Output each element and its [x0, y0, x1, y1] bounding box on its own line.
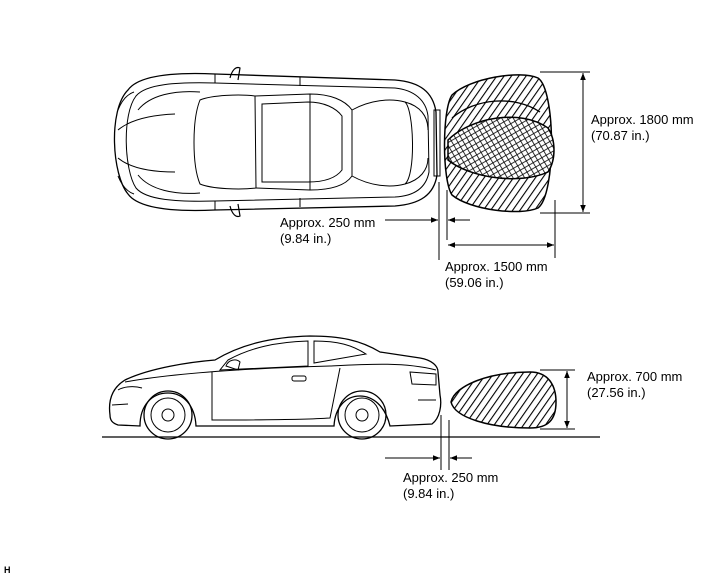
top-offset-label: Approx. 250 mm: [280, 215, 376, 230]
top-offset-label-inches: (9.84 in.): [280, 231, 332, 246]
length-label-inches: (59.06 in.): [445, 275, 504, 290]
width-label: Approx. 1800 mm: [591, 112, 694, 127]
side-offset-label-inches: (9.84 in.): [403, 486, 455, 501]
width-label-inches: (70.87 in.): [591, 128, 650, 143]
side-dimension-lines: [385, 369, 575, 470]
car-side-view: [102, 335, 600, 440]
front-wheel: [143, 390, 193, 440]
top-dimension-lines: [385, 71, 590, 260]
detection-zone-side: [450, 371, 557, 429]
car-top-view: [113, 66, 441, 218]
height-label: Approx. 700 mm: [587, 369, 683, 384]
detection-zone-top: [443, 74, 555, 213]
rear-wheel: [337, 390, 387, 440]
side-offset-label: Approx. 250 mm: [403, 470, 499, 485]
height-label-inches: (27.56 in.): [587, 385, 646, 400]
length-label: Approx. 1500 mm: [445, 259, 548, 274]
corner-mark: H: [4, 565, 11, 575]
